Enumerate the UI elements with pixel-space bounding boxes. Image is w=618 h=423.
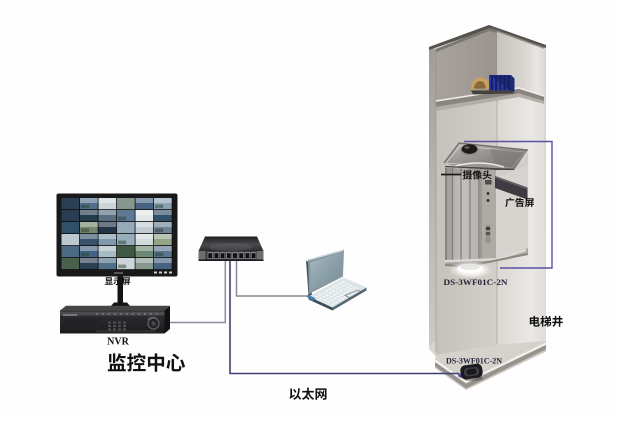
svg-text:DS-3WF01C-2N: DS-3WF01C-2N <box>444 277 509 287</box>
svg-text:NVR: NVR <box>107 337 129 348</box>
svg-text:DS-3WF01C-2N: DS-3WF01C-2N <box>446 357 502 366</box>
